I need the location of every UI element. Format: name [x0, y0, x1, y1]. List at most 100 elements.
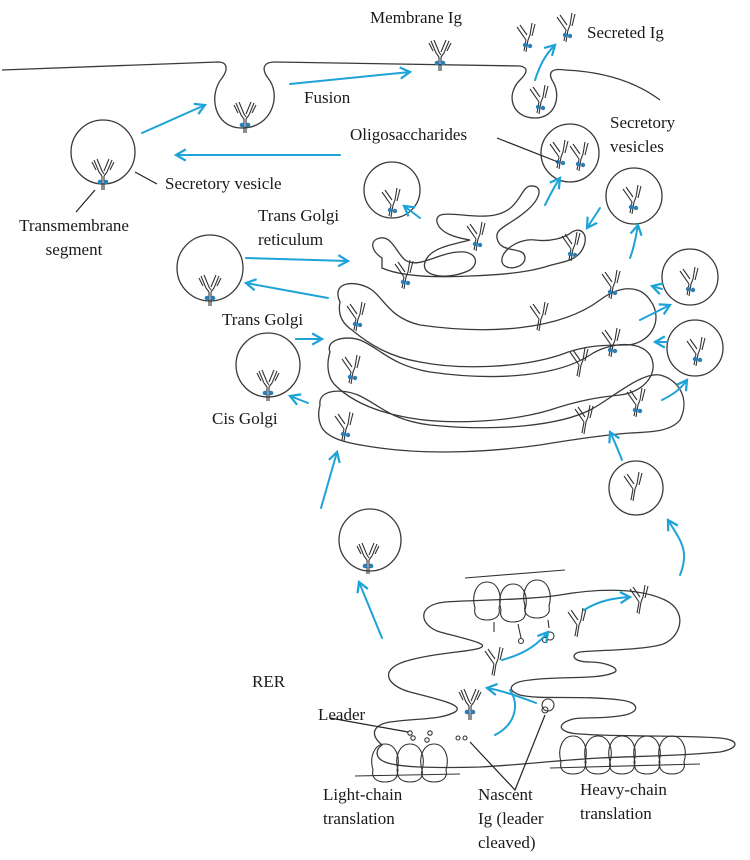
tgr-vesicle-right — [605, 167, 663, 225]
ribosome-icon — [420, 743, 448, 783]
exocytosis-ig-icon — [529, 84, 549, 115]
vesicle-ig-icon — [623, 471, 643, 502]
arrow-rer-forward — [501, 630, 550, 661]
golgi-ig-icon — [334, 411, 354, 442]
vesicle-ig-icon — [686, 336, 706, 367]
label-trans-golgi-reticulum-2: reticulum — [258, 230, 324, 249]
label-nascent-1: Nascent — [478, 785, 533, 804]
tgr-vesicle — [363, 161, 421, 219]
ribosome-icon — [499, 583, 527, 623]
plasma-membrane — [1, 61, 661, 129]
transport-arrows — [141, 43, 689, 736]
arrow-fusion-to-membrane — [289, 66, 413, 85]
label-transmembrane-2: segment — [45, 240, 103, 259]
mrna-strand-heavy — [549, 763, 701, 769]
vesicle-ig-icon — [381, 187, 401, 218]
secreted-ig-icon — [516, 22, 536, 53]
vesicle-ig-icon — [679, 266, 699, 297]
ribosome-icon — [371, 743, 399, 783]
label-light-chain-1: Light-chain — [323, 785, 403, 804]
rer-ig-icon — [458, 688, 482, 721]
arrow-golgi-up — [629, 222, 643, 259]
mrna-strand — [464, 569, 566, 579]
arrow-rer-forward-2 — [583, 591, 633, 611]
label-trans-golgi-reticulum-1: Trans Golgi — [258, 206, 340, 225]
tgr-vesicle-left — [176, 234, 244, 302]
label-secretory-vesicles-2: vesicles — [610, 137, 664, 156]
arrow-rer-to-vesicle — [666, 518, 685, 576]
arrow-to-secretory-vesicles — [544, 176, 562, 206]
secretory-vesicle-pointer — [134, 171, 158, 185]
golgi-vesicle — [666, 319, 724, 377]
label-rer: RER — [252, 672, 286, 691]
oligosaccharides-pointer — [496, 137, 559, 163]
trans-golgi-reticulum — [372, 185, 586, 278]
arrow-golgi-to-vesicle — [639, 303, 673, 321]
nascent-loop — [455, 735, 461, 741]
arrow-to-tgr — [245, 254, 351, 268]
label-secreted-ig: Secreted Ig — [587, 23, 664, 42]
secretory-vesicle-left — [70, 119, 136, 185]
ribosome-icon — [633, 735, 661, 775]
rer-ig-icon — [629, 584, 649, 615]
label-secretory-vesicle: Secretory vesicle — [165, 174, 282, 193]
arrow-golgi-to-vesicle-2 — [661, 378, 689, 401]
arrow-to-tgr-vesicle — [402, 204, 421, 219]
arrow-vesicle-to-golgi — [649, 282, 664, 295]
secretory-vesicle-right — [540, 123, 600, 183]
ribosome-icon — [559, 735, 587, 775]
golgi-ig-icon — [569, 347, 589, 378]
golgi-ig-icon — [466, 221, 486, 252]
nascent-loop — [462, 735, 468, 741]
label-fusion: Fusion — [304, 88, 351, 107]
arrow-into-tgr — [585, 207, 601, 230]
leader-pointer — [329, 717, 409, 733]
golgi-cisterna-medial — [327, 337, 654, 423]
golgi-vesicle — [661, 248, 719, 306]
nascent-chain-loop — [517, 637, 525, 645]
arrow-from-cis-golgi — [287, 393, 309, 406]
vesicle-ig-icon — [622, 184, 642, 215]
label-cis-golgi: Cis Golgi — [212, 409, 278, 428]
ribosome-icon — [584, 735, 612, 775]
golgi-ig-icon — [341, 354, 361, 385]
arrow-folding — [484, 682, 537, 704]
label-secretory-vesicles-1: Secretory — [610, 113, 676, 132]
leader-loop — [407, 730, 413, 736]
vesicle-ig-icon — [549, 139, 569, 170]
label-transmembrane-1: Transmembrane — [19, 216, 129, 235]
rer-partial-ig-icon — [567, 607, 587, 638]
golgi-ig-icon — [601, 269, 621, 300]
ribosome-icon — [523, 579, 551, 619]
golgi-cisterna-cis — [318, 374, 685, 453]
arrow-secretion — [534, 43, 557, 81]
label-membrane-ig: Membrane Ig — [370, 8, 463, 27]
golgi-ig-icon — [529, 301, 549, 332]
label-leader: Leader — [318, 705, 366, 724]
label-heavy-chain-1: Heavy-chain — [580, 780, 667, 799]
golgi-cisterna-trans — [337, 282, 657, 368]
label-heavy-chain-2: translation — [580, 804, 652, 823]
transmembrane-pointer — [75, 189, 96, 213]
folded-ig-coil — [541, 706, 549, 714]
arrow-to-fusion — [141, 102, 208, 134]
vesicle-ig-icon — [91, 158, 115, 191]
leader-loop — [424, 737, 430, 743]
ribosome-icon — [396, 743, 424, 783]
trans-golgi-vesicle — [235, 332, 301, 398]
arrow-rer-to-left-vesicle — [356, 579, 383, 639]
nascent-chain — [493, 619, 550, 639]
golgi-ig-icon — [601, 327, 621, 358]
rer-to-golgi-vesicle — [608, 460, 664, 516]
membrane-ig-icon — [428, 39, 452, 72]
rer-vesicle-left — [338, 508, 402, 572]
rer-partial-ig-icon — [484, 646, 504, 677]
label-nascent-3: cleaved) — [478, 833, 536, 852]
arrow-from-trans-golgi — [243, 278, 329, 299]
arrow-to-cis-golgi — [320, 449, 341, 509]
label-trans-golgi: Trans Golgi — [222, 310, 304, 329]
mrna-strand-light — [354, 773, 461, 777]
vesicle-ig-icon — [569, 141, 589, 172]
